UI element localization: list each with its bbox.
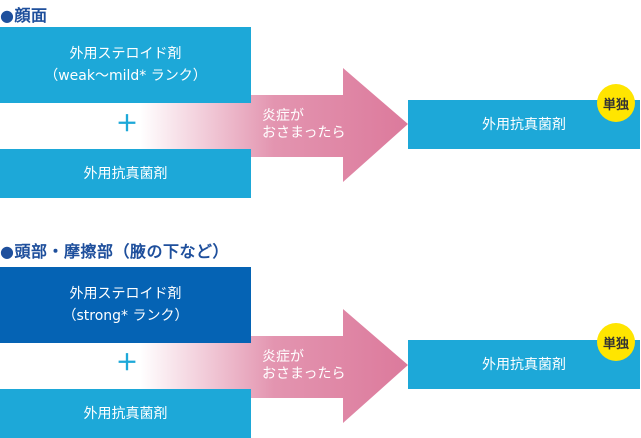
antifungal-label: 外用抗真菌剤	[83, 405, 168, 422]
steroid-label: 外用ステロイド剤	[69, 286, 182, 302]
plus-sign: ＋	[115, 112, 138, 137]
steroid-box-face: 外用ステロイド剤 （weak〜mild* ランク）	[0, 27, 251, 103]
antifungal-box-head-friction: 外用抗真菌剤	[0, 389, 251, 438]
steroid-box-head-friction: 外用ステロイド剤 （strong* ランク）	[0, 267, 251, 343]
single-use-badge: 単独	[597, 323, 635, 361]
antifungal-label: 外用抗真菌剤	[83, 165, 168, 182]
steroid-label: 外用ステロイド剤	[69, 46, 182, 62]
steroid-rank-label: （strong* ランク）	[62, 308, 189, 324]
arrow-label-line2: おさまったら	[262, 366, 346, 382]
result-label: 外用抗真菌剤	[482, 116, 566, 133]
result-label: 外用抗真菌剤	[482, 356, 566, 373]
arrow-label-line1: 炎症が	[262, 349, 304, 365]
single-use-badge: 単独	[597, 84, 635, 122]
section-title-face: ●顔面	[0, 6, 48, 25]
arrow-label-line1: 炎症が	[262, 108, 304, 124]
arrow-label: 炎症が おさまったら	[262, 349, 345, 383]
arrow-label-line2: おさまったら	[262, 125, 346, 141]
plus-sign: ＋	[115, 351, 138, 376]
section-title-head-friction: ●頭部・摩擦部（腋の下など）	[0, 242, 229, 261]
arrow-label: 炎症が おさまったら	[262, 108, 345, 142]
steroid-rank-label: （weak〜mild* ランク）	[44, 68, 207, 84]
antifungal-box-face: 外用抗真菌剤	[0, 149, 251, 198]
